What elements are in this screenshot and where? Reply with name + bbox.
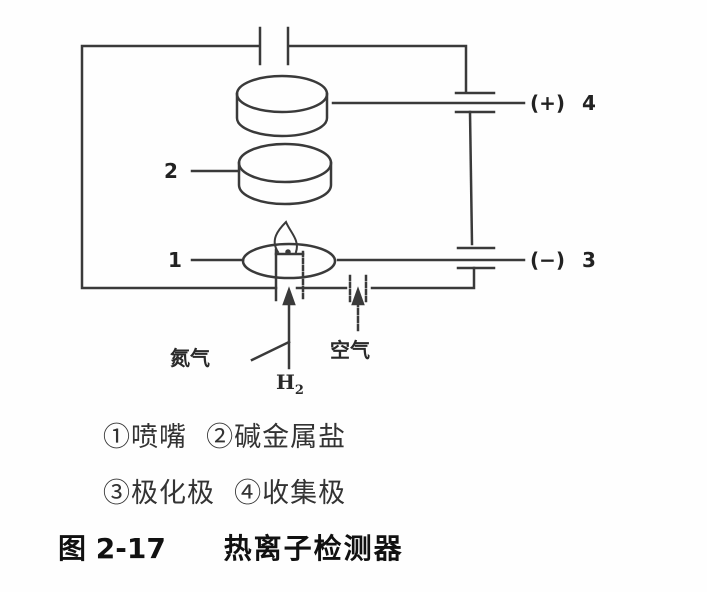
hydrogen-symbol: H (276, 370, 295, 394)
component-label-2: 2 (164, 159, 178, 183)
air-label: 空气 (330, 338, 370, 362)
label-number: 3 (582, 248, 596, 272)
label-number: 4 (582, 91, 596, 115)
nozzle (190, 220, 337, 302)
legend-line-2: ③极化极 ④收集极 (103, 478, 347, 509)
hydrogen-label: H2 (276, 372, 304, 397)
legend-line-1: ①喷嘴 ②碱金属盐 (103, 422, 347, 453)
figure-number: 图 2-17 (58, 532, 166, 565)
outer-circuit (80, 26, 476, 290)
figure-caption: 图 2-17 热离子检测器 (58, 535, 404, 563)
hydrogen-subscript: 2 (294, 383, 304, 398)
air-inlet (348, 274, 368, 332)
polarizer-lead (336, 246, 526, 270)
collector-electrode (235, 74, 329, 138)
component-label-1: 1 (168, 248, 182, 272)
component-label-3: (−) 3 (530, 250, 596, 270)
figure-title: 热离子检测器 (223, 532, 404, 565)
thermionic-detector-diagram (80, 26, 526, 370)
polarity-positive: (+) (530, 91, 566, 115)
alkali-salt-bead (190, 142, 333, 206)
nitrogen-label: 氮气 (170, 346, 210, 370)
polarity-negative: (−) (530, 248, 566, 272)
hydrogen-inlet (250, 286, 296, 370)
collector-lead (331, 91, 526, 114)
component-label-4: (+) 4 (530, 93, 596, 113)
